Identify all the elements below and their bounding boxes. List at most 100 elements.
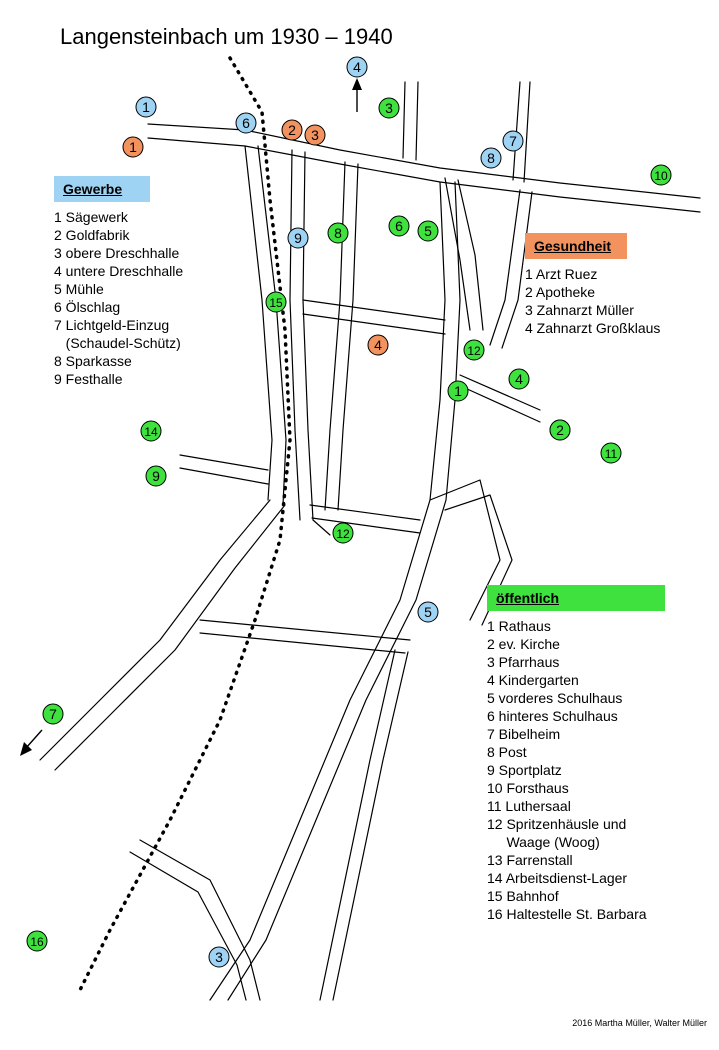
street-line [244, 145, 273, 501]
marker-circle [388, 215, 410, 237]
marker-circle [235, 112, 257, 134]
street-line [489, 189, 521, 346]
legend-item: Waage (Woog) [487, 834, 600, 850]
marker-gewerbe-1: 1 [135, 96, 157, 118]
legend-item: 9 Festhalle [54, 371, 123, 387]
marker-circle [549, 419, 571, 441]
marker-oeffentlich-5: 5 [417, 220, 439, 242]
marker-circle [140, 420, 162, 442]
legend-item: 4 untere Dreschhalle [54, 263, 184, 279]
marker-oeffentlich-10: 10 [650, 164, 672, 186]
marker-circle [208, 946, 230, 968]
marker-label: 1 [454, 383, 462, 399]
railway-line [78, 56, 292, 992]
legend-heading: öffentlich [487, 585, 665, 611]
marker-gewerbe-4: 4 [346, 56, 368, 78]
marker-label: 9 [294, 230, 302, 246]
marker-gewerbe-8: 8 [480, 147, 502, 169]
marker-gesundheit-2: 2 [281, 119, 303, 141]
street-line [179, 467, 269, 485]
legend-item: 2 Apotheke [525, 284, 596, 300]
legend-item: 6 hinteres Schulhaus [487, 708, 618, 724]
marker-oeffentlich-6: 6 [388, 215, 410, 237]
street-line [429, 479, 501, 621]
marker-circle [122, 136, 144, 158]
legend-item: 6 Ölschlag [54, 299, 121, 315]
marker-label: 5 [424, 604, 432, 620]
marker-circle [447, 380, 469, 402]
marker-label: 3 [385, 100, 393, 116]
marker-gewerbe-7: 7 [502, 130, 524, 152]
marker-label: 12 [336, 527, 350, 541]
marker-gesundheit-3: 3 [304, 124, 326, 146]
marker-oeffentlich-8: 8 [327, 222, 349, 244]
street-line [457, 179, 484, 331]
legend-item: 5 vorderes Schulhaus [487, 690, 623, 706]
marker-circle [287, 227, 309, 249]
marker-gewerbe-3: 3 [208, 946, 230, 968]
street-line [302, 151, 314, 521]
legend-gesundheit: Gesundheit 1 Arzt Ruez 2 Apotheke 3 Zahn… [525, 233, 660, 337]
credit-line: 2016 Martha Müller, Walter Müller [572, 1018, 707, 1028]
legend-gewerbe: Gewerbe 1 Sägewerk 2 Goldfabrik 3 obere … [54, 176, 183, 388]
marker-circle [346, 56, 368, 78]
marker-label: 2 [288, 122, 296, 138]
marker-label: 3 [311, 127, 319, 143]
marker-circle [265, 291, 287, 313]
marker-label: 15 [269, 296, 283, 310]
street-line [415, 81, 419, 161]
legend-item: 4 Kindergarten [487, 672, 579, 688]
legend-item: 2 ev. Kirche [487, 636, 560, 652]
marker-circle [367, 334, 389, 356]
marker-circle [417, 601, 439, 623]
marker-oeffentlich-15: 15 [265, 291, 287, 313]
marker-gesundheit-1: 1 [122, 136, 144, 158]
legend-item: 3 Zahnarzt Müller [525, 302, 634, 318]
legend-item: 11 Luthersaal [487, 798, 571, 814]
legend-item: 15 Bahnhof [487, 888, 559, 904]
marker-circle [600, 442, 622, 464]
marker-oeffentlich-2: 2 [549, 419, 571, 441]
street-line [523, 81, 531, 183]
street-line [332, 651, 409, 1001]
marker-label: 1 [129, 139, 137, 155]
marker-circle [378, 97, 400, 119]
marker-oeffentlich-12: 12 [332, 522, 354, 544]
street-line [139, 839, 261, 1001]
marker-gewerbe-6: 6 [235, 112, 257, 134]
marker-oeffentlich-11: 11 [600, 442, 622, 464]
marker-circle [502, 130, 524, 152]
marker-circle [463, 339, 485, 361]
marker-circle [145, 465, 167, 487]
marker-gewerbe-5: 5 [417, 601, 439, 623]
street-line [324, 161, 346, 511]
marker-oeffentlich-1: 1 [447, 380, 469, 402]
marker-label: 12 [467, 344, 481, 358]
street-line [312, 519, 331, 536]
legend-item: 5 Mühle [54, 281, 104, 297]
street-line [209, 181, 446, 1001]
marker-circle [480, 147, 502, 169]
street-line [501, 191, 533, 349]
street-line [464, 387, 541, 423]
marker-oeffentlich-3: 3 [378, 97, 400, 119]
street-line [199, 632, 406, 654]
legend-item: 7 Lichtgeld-Einzug [54, 317, 170, 333]
marker-label: 4 [353, 59, 361, 75]
street-line [199, 619, 411, 641]
marker-circle [508, 368, 530, 390]
marker-gesundheit-4: 4 [367, 334, 389, 356]
marker-label: 3 [215, 949, 223, 965]
marker-oeffentlich-16: 16 [26, 930, 48, 952]
legend-item: 9 Sportplatz [487, 762, 562, 778]
marker-circle [42, 703, 64, 725]
street-line [402, 81, 406, 159]
legend-item: 8 Post [487, 744, 527, 760]
street-line [302, 313, 446, 335]
legend-item: 3 obere Dreschhalle [54, 245, 180, 261]
marker-circle [304, 124, 326, 146]
legend-item: 1 Rathaus [487, 618, 551, 634]
legend-item: 7 Bibelheim [487, 726, 561, 742]
